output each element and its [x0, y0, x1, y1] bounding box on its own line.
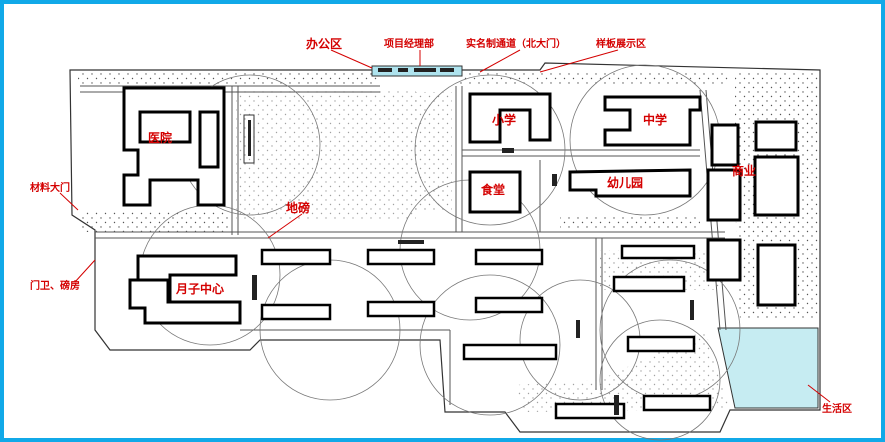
- maternity-center-building: [128, 254, 242, 325]
- label-sample-zone: 样板展示区: [596, 37, 646, 50]
- primary-school-building: [468, 92, 552, 144]
- label-office: 办公区: [306, 36, 342, 51]
- callout-leaders: [59, 49, 831, 403]
- site-boundary: [69, 62, 821, 433]
- label-middle-school: 中学: [643, 112, 667, 127]
- site-markers: [243, 114, 694, 415]
- roads: [80, 85, 727, 405]
- residential-blocks: [260, 244, 712, 420]
- label-north-gate: 实名制通道（北大门）: [466, 37, 566, 50]
- label-weighbridge: 地磅: [286, 200, 310, 215]
- label-primary-school: 小学: [492, 112, 516, 127]
- canteen-building: [468, 170, 522, 214]
- label-material-gate: 材料大门: [30, 181, 70, 194]
- label-canteen: 食堂: [480, 182, 505, 197]
- label-guard-room: 门卫、磅房: [30, 279, 80, 292]
- commercial-buildings: [706, 120, 800, 307]
- label-project-dept: 项目经理部: [384, 37, 434, 50]
- label-maternity: 月子中心: [175, 281, 224, 296]
- kindergarten-building: [568, 168, 692, 198]
- living-zone-area: [717, 327, 819, 409]
- office-blocks: [378, 68, 454, 72]
- label-commercial: 商业: [732, 163, 756, 178]
- hospital-building: [122, 86, 226, 207]
- middle-school-building: [603, 95, 702, 147]
- label-living-zone: 生活区: [822, 402, 852, 415]
- label-hospital: 医院: [148, 130, 172, 145]
- label-kindergarten: 幼儿园: [607, 175, 643, 190]
